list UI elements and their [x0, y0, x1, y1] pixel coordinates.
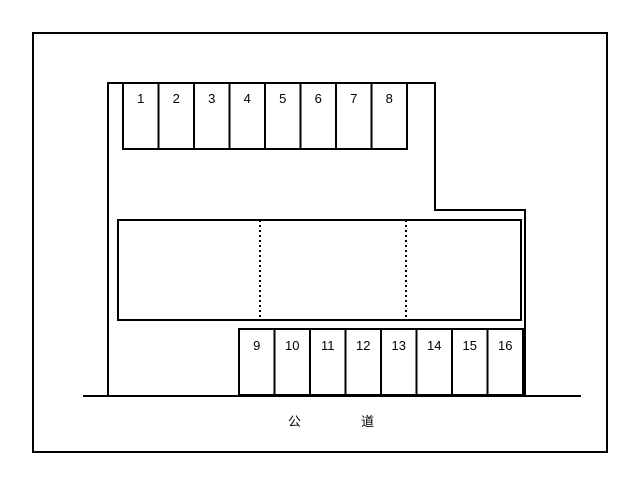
- top-parking-row: 1 2 3 4 5 6 7 8: [122, 82, 408, 150]
- parking-slot-number: 5: [279, 91, 286, 106]
- parking-slot-number: 16: [498, 338, 512, 353]
- parking-slot-box: [451, 328, 489, 396]
- parking-slot-box: [335, 82, 373, 150]
- parking-slot-box: [122, 82, 160, 150]
- parking-slot-8: 8: [370, 82, 408, 150]
- parking-slot-16: 16: [486, 328, 524, 396]
- parking-slot-box: [238, 328, 276, 396]
- parking-slot-number: 7: [350, 91, 357, 106]
- parking-slot-box: [193, 82, 231, 150]
- bottom-parking-row: 9 10 11 12 13 14 15 16: [238, 328, 524, 396]
- parking-slot-number: 10: [285, 338, 299, 353]
- outer-frame: [32, 32, 608, 453]
- parking-slot-number: 11: [321, 338, 335, 353]
- parking-slot-number: 9: [253, 338, 260, 353]
- parking-slot-number: 13: [392, 338, 406, 353]
- parking-slot-number: 12: [356, 338, 370, 353]
- parking-slot-10: 10: [273, 328, 311, 396]
- building: [117, 219, 522, 321]
- parking-slot-14: 14: [415, 328, 453, 396]
- parking-slot-number: 3: [208, 91, 215, 106]
- parking-slot-number: 14: [427, 338, 441, 353]
- road-label: 公 道: [288, 415, 402, 430]
- parking-slot-box: [370, 82, 408, 150]
- parking-slot-5: 5: [264, 82, 302, 150]
- parking-slot-2: 2: [157, 82, 195, 150]
- parking-slot-6: 6: [299, 82, 337, 150]
- parking-slot-12: 12: [344, 328, 382, 396]
- parking-slot-15: 15: [451, 328, 489, 396]
- parking-slot-13: 13: [380, 328, 418, 396]
- parking-slot-number: 2: [173, 91, 180, 106]
- parking-slot-7: 7: [335, 82, 373, 150]
- parking-slot-box: [486, 328, 524, 396]
- parking-slot-3: 3: [193, 82, 231, 150]
- parking-slot-1: 1: [122, 82, 160, 150]
- parking-slot-box: [157, 82, 195, 150]
- parking-slot-4: 4: [228, 82, 266, 150]
- parking-slot-number: 4: [244, 91, 251, 106]
- parking-slot-number: 15: [463, 338, 477, 353]
- parking-slot-number: 8: [386, 91, 393, 106]
- parking-slot-11: 11: [309, 328, 347, 396]
- parking-slot-number: 6: [315, 91, 322, 106]
- parking-slot-number: 1: [137, 91, 144, 106]
- property-outline: [107, 82, 526, 395]
- parking-slot-9: 9: [238, 328, 276, 396]
